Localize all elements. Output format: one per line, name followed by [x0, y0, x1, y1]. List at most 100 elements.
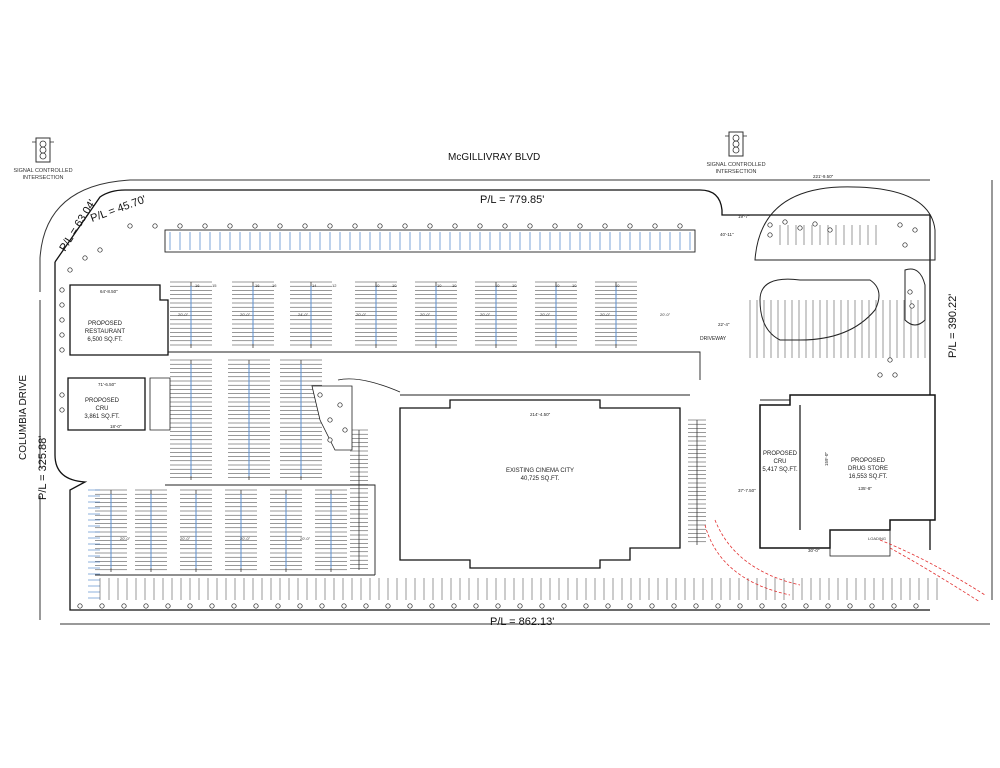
tree-icon [352, 223, 358, 229]
tree-icon [275, 603, 281, 609]
tree-icon [803, 603, 809, 609]
aisle-dimension-label: 20'-0" [480, 312, 491, 317]
dim-19-7: 19'-7" [738, 214, 750, 219]
stall-count-label: 16 [272, 283, 277, 288]
tree-icon [59, 347, 65, 353]
parking-block-middle [228, 359, 270, 480]
tree-icon [847, 603, 853, 609]
tree-icon [327, 437, 333, 443]
tree-icon [502, 223, 508, 229]
aisle-dimension-label: 20'-0" [240, 536, 251, 541]
tree-icon [252, 223, 258, 229]
pl-left-label: P/L = 325.88' [37, 436, 49, 500]
tree-icon [319, 603, 325, 609]
stall-count-label: 14 [312, 283, 317, 288]
pl-corner1-label: P/L = 45.70' [89, 194, 148, 225]
parking-block-lower [225, 489, 257, 572]
tree-icon [767, 222, 773, 228]
tree-icon [231, 603, 237, 609]
tree-icon [909, 303, 915, 309]
building-cru: 71'-6.50" PROPOSED CRU 3,861 SQ.FT. [67, 377, 146, 431]
stall-count-label: 12 [332, 283, 337, 288]
parking-outlines [95, 229, 930, 576]
stall-count-label: 10 [555, 283, 560, 288]
property-line [54, 189, 931, 611]
building-restaurant: 64'-8.50" PROPOSED RESTAURANT 6,500 SQ.F… [69, 284, 169, 356]
dim-37-7: 37'-7.50" [738, 488, 756, 493]
tree-icon [327, 417, 333, 423]
tree-icon [59, 332, 65, 338]
tree-icon [341, 603, 347, 609]
aisle-dimension-label: 20'-0" [420, 312, 431, 317]
stall-count-label: 16 [255, 283, 260, 288]
drugstore-label-3: 16,553 SQ.FT. [849, 474, 888, 480]
parking-stripes [88, 225, 938, 600]
signal-label-left-2: INTERSECTION [23, 175, 64, 181]
top-right-dim: 221'-9.50" [813, 174, 834, 179]
tree-icon [887, 357, 893, 363]
parking-block-upper [595, 281, 637, 348]
trees [59, 219, 919, 609]
cinema-dim: 214'-4.50" [530, 412, 551, 417]
drugstore-dim2: 159'-0" [824, 452, 829, 466]
tree-icon [897, 222, 903, 228]
cru-dim: 71'-6.50" [98, 382, 116, 387]
road-name-left: COLUMBIA DRIVE [18, 375, 29, 460]
tree-icon [827, 227, 833, 233]
tree-icon [402, 223, 408, 229]
aisle-dimension-label: 20'-0" [600, 312, 611, 317]
tree-icon [317, 392, 323, 398]
tree-icon [121, 603, 127, 609]
cru2-label-3: 5,417 SQ.FT. [762, 467, 798, 473]
aisle-dimension-label: 20'-0" [240, 312, 251, 317]
parking-block-lower [95, 489, 127, 572]
cinema-label-2: 40,725 SQ.FT. [521, 476, 560, 482]
tree-icon [377, 223, 383, 229]
parking-block-lower [135, 489, 167, 572]
tree-icon [77, 603, 83, 609]
tree-icon [82, 255, 88, 261]
stall-count-label: 10 [392, 283, 397, 288]
tree-icon [583, 603, 589, 609]
tree-icon [715, 603, 721, 609]
tree-icon [59, 392, 65, 398]
parking-block-cinema-east [688, 419, 706, 545]
tree-icon [759, 603, 765, 609]
tree-icon [202, 223, 208, 229]
pl-top-label: P/L = 779.85' [480, 194, 544, 206]
stall-count-label: 10 [452, 283, 457, 288]
stall-count-label: 10 [572, 283, 577, 288]
tree-icon [677, 223, 683, 229]
tree-icon [187, 603, 193, 609]
dim-40-11: 40'-11" [720, 232, 734, 237]
parking-block-upper [232, 281, 274, 348]
tree-icon [693, 603, 699, 609]
cru2-label-2: CRU [774, 459, 787, 465]
cru-label-3: 3,861 SQ.FT. [84, 414, 120, 420]
tree-icon [892, 372, 898, 378]
tree-icon [429, 603, 435, 609]
tree-icon [652, 223, 658, 229]
parking-block-upper [535, 281, 577, 348]
tree-icon [407, 603, 413, 609]
landscape-islands [149, 377, 401, 451]
top-right-island [754, 186, 936, 341]
stall-count-label: 10 [437, 283, 442, 288]
tree-icon [495, 603, 501, 609]
cinema-label-1: EXISTING CINEMA CITY [506, 468, 574, 474]
tree-icon [602, 223, 608, 229]
parking-block-lower [315, 489, 347, 572]
tree-icon [177, 223, 183, 229]
tree-icon [473, 603, 479, 609]
tree-icon [59, 317, 65, 323]
parking-block-upper [475, 281, 517, 348]
tree-icon [327, 223, 333, 229]
road-curbs [39, 179, 993, 625]
parking-block-lower [180, 489, 212, 572]
parking-block-upper [170, 281, 212, 348]
tree-icon [253, 603, 259, 609]
tree-icon [67, 267, 73, 273]
cru2-label-1: PROPOSED [763, 451, 798, 457]
